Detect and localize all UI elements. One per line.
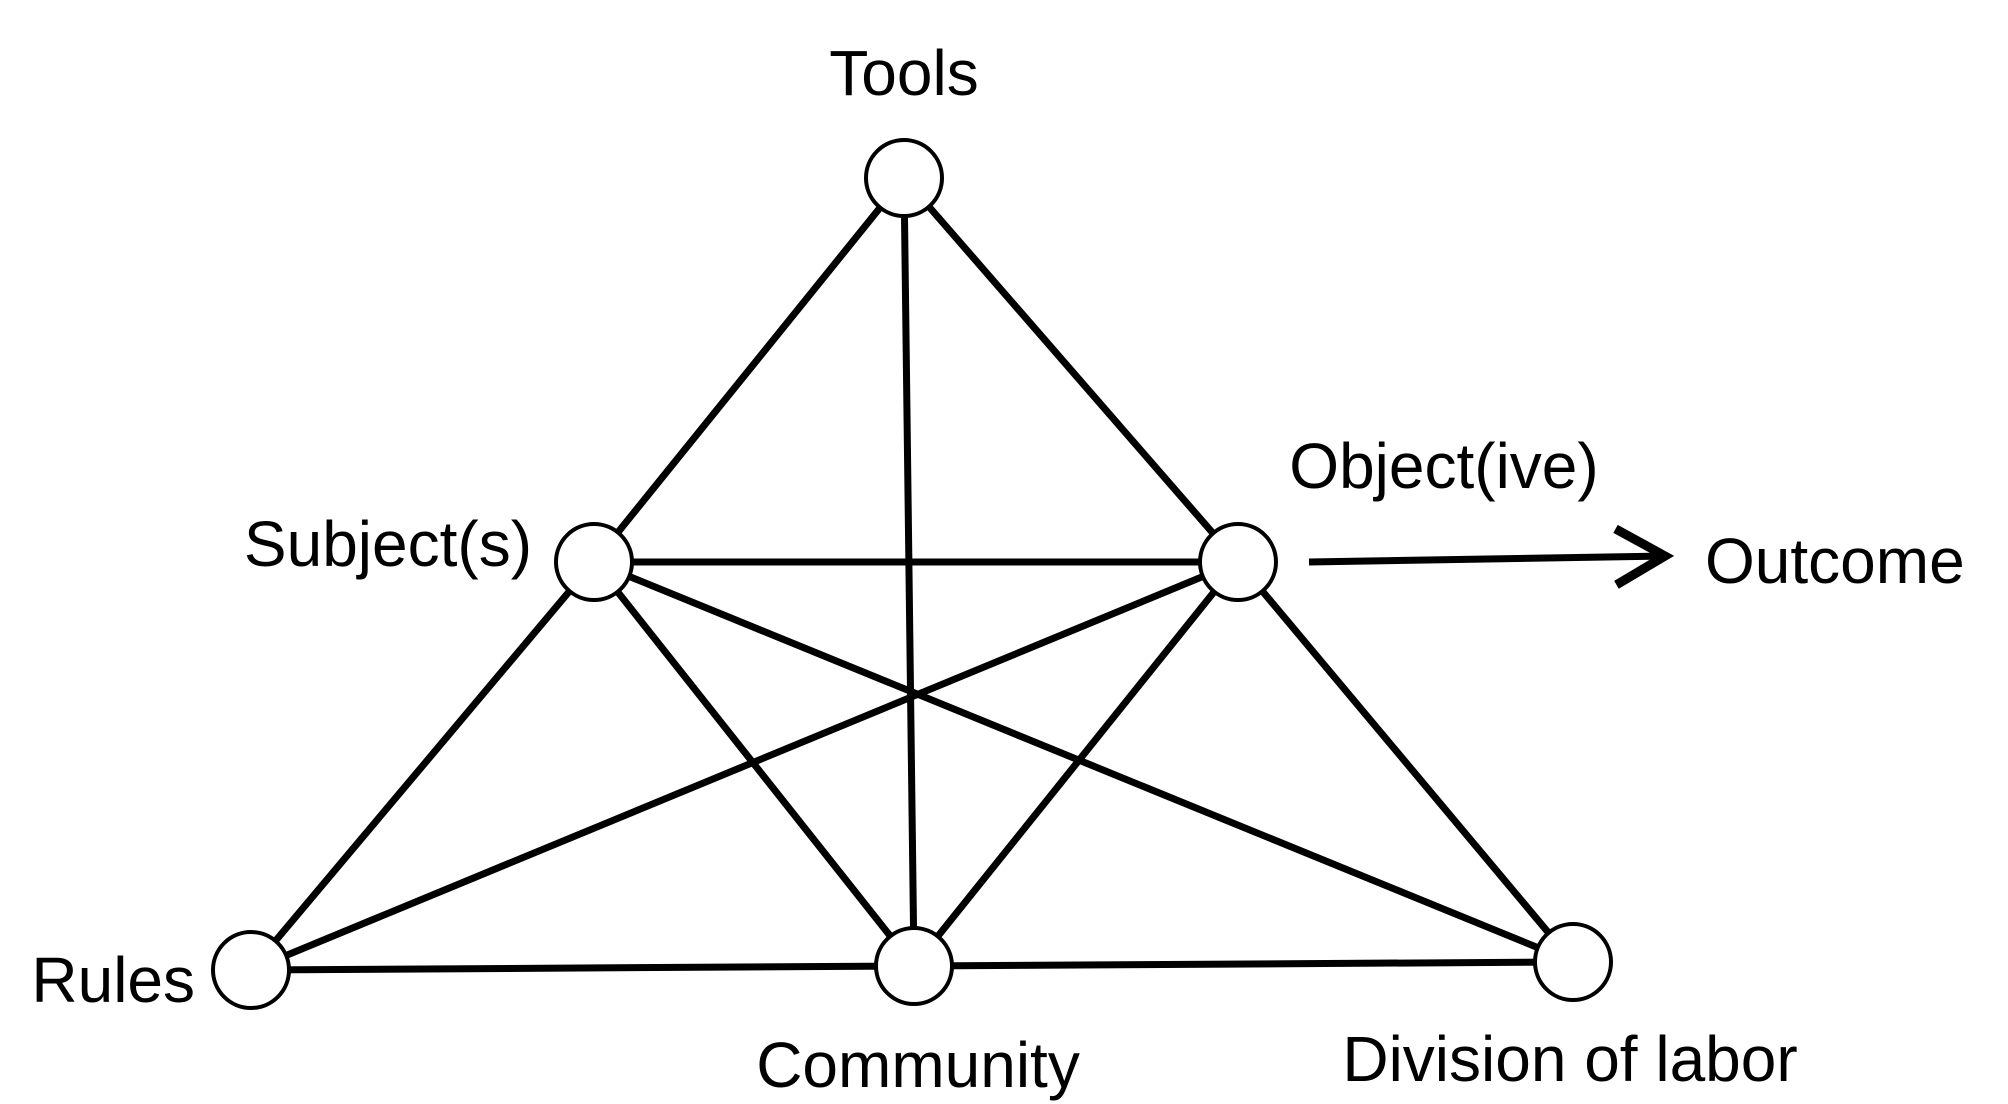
edge-tools-community: [900, 174, 918, 970]
edge-tools-subject: [590, 174, 908, 566]
labels-group: Tools Subject(s) Object(ive) Outcome Rul…: [31, 37, 1964, 1101]
edge-object-rules: [247, 558, 1242, 974]
edge-subject-division: [590, 558, 1577, 966]
edge-rules-community: [247, 962, 918, 974]
label-object: Object(ive): [1289, 430, 1598, 502]
label-division: Division of labor: [1342, 1023, 1797, 1095]
edge-tools-object: [900, 174, 1242, 566]
node-tools: [864, 138, 944, 218]
edges-group: [247, 174, 1577, 974]
label-rules: Rules: [31, 944, 195, 1016]
node-rules: [211, 930, 291, 1010]
node-community: [874, 926, 954, 1006]
label-community: Community: [756, 1029, 1080, 1101]
node-subject: [554, 522, 634, 602]
label-tools: Tools: [829, 37, 978, 109]
edge-subject-rules: [247, 558, 598, 974]
edge-object-community: [910, 558, 1242, 970]
node-division: [1533, 922, 1613, 1002]
label-subject: Subject(s): [244, 508, 532, 580]
nodes-group: [211, 138, 1613, 1010]
node-object: [1198, 522, 1278, 602]
outcome-arrow: [1308, 524, 1675, 589]
edge-object-division: [1234, 558, 1577, 966]
label-outcome: Outcome: [1705, 525, 1965, 597]
edge-community-division: [910, 958, 1577, 970]
